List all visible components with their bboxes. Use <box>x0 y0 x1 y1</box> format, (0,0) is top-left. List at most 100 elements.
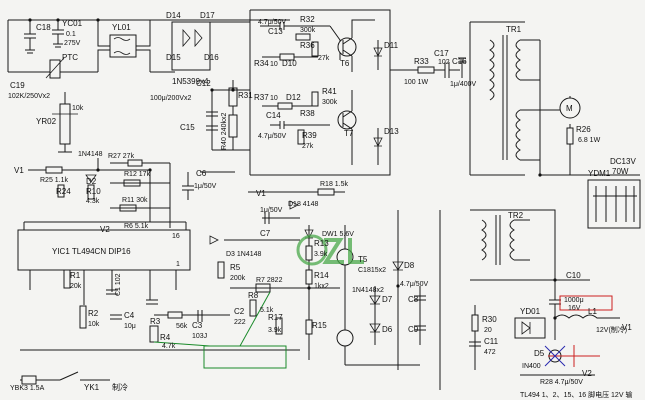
label-c14-v: 4.7μ/50V <box>258 133 286 140</box>
label-m: M <box>566 104 573 113</box>
label-yl01: YL01 <box>112 23 131 32</box>
control-section <box>17 92 426 370</box>
label-c17-v: 102 <box>438 59 450 66</box>
label-r17-v: 3.9k <box>268 327 282 334</box>
label-r32: R32 <box>300 15 315 24</box>
label-r13-v: 3.9k <box>314 251 328 258</box>
power-switch <box>20 371 110 385</box>
label-yk1: YK1 <box>84 383 100 392</box>
label-r39-v: 27k <box>302 143 314 150</box>
label-yr02-v: 10k <box>72 105 84 112</box>
label-v2: V2 <box>100 225 110 234</box>
label-d5: D5 <box>534 349 545 358</box>
label-c13-v: 4.7μ/50V <box>258 19 286 26</box>
label-r26-v: 6.8 1W <box>578 137 601 144</box>
label-r1: R1 <box>70 271 81 280</box>
label-ptc: PTC <box>62 53 78 62</box>
label-c17: C17 <box>434 49 449 58</box>
caption-note: TL494 1、2、15、16 脚电压 12V 输 <box>520 390 632 399</box>
label-r27: R27 27k <box>108 153 135 160</box>
label-r8: R8 <box>248 291 259 300</box>
label-r33-v: 100 1W <box>404 79 429 86</box>
label-d7: D7 <box>382 295 393 304</box>
label-t7: T7 <box>344 129 354 138</box>
label-r14-v: 1kx2 <box>314 283 329 290</box>
label-d3: D3 1N4148 <box>226 251 262 258</box>
label-c11-v: 472 <box>484 349 496 356</box>
peltier-ydm1 <box>587 179 641 229</box>
label-r15: R15 <box>312 321 327 330</box>
label-c12-v: 100μ/200Vx2 <box>150 95 192 102</box>
label-c14: C14 <box>266 111 281 120</box>
label-r37: R37 <box>254 93 269 102</box>
label-c6: C6 <box>196 169 207 178</box>
label-d5-v: IN400 <box>522 363 541 370</box>
label-d11: D11 <box>384 41 399 50</box>
label-ic: YIC1 TL494CN DIP16 <box>52 247 131 256</box>
label-r34: R34 <box>254 59 269 68</box>
label-r14: R14 <box>314 271 329 280</box>
label-c16: C16 <box>452 57 467 66</box>
label-c8-v: 4.7μ/50V <box>400 281 428 288</box>
label-r31: R31 <box>238 91 253 100</box>
label-r2-v: 10k <box>88 321 100 328</box>
label-d10: D10 <box>282 59 297 68</box>
label-ydm1: YDM1 <box>588 169 611 178</box>
transformer-tr1 <box>390 21 541 176</box>
label-t5-v: C1815x2 <box>358 267 386 274</box>
label-c10-v1: 1000μ <box>564 297 584 304</box>
label-r5: R5 <box>230 263 241 272</box>
label-yc01: YC01 <box>62 19 83 28</box>
label-d6: D6 <box>382 325 393 334</box>
label-r24: R24 <box>56 187 71 196</box>
label-c3-v: 103J <box>192 333 207 340</box>
junction-dots <box>28 18 557 320</box>
label-c2: C2 <box>234 307 245 316</box>
label-d16: D16 <box>204 53 219 62</box>
label-yd01: YD01 <box>520 307 541 316</box>
label-dc13v: DC13V <box>610 157 636 166</box>
label-t5: T5 <box>358 255 368 264</box>
label-c2-v: 222 <box>234 319 246 326</box>
label-tr1: TR1 <box>506 25 522 34</box>
label-c19-v: 102K/250Vx2 <box>8 93 50 100</box>
label-v2b: V2 <box>582 369 592 378</box>
label-r28: R28 4.7μ/50V <box>540 379 583 386</box>
label-r7: R7 2822 <box>256 277 283 284</box>
label-r3-v: 56k <box>176 323 188 330</box>
label-c9: C9 <box>408 325 419 334</box>
label-r38: R38 <box>300 109 315 118</box>
label-bridge-v: 1N5399x4 <box>172 77 209 86</box>
label-r13: R13 <box>314 239 329 248</box>
label-r3: R3 <box>150 317 161 326</box>
label-yc01-v2: 275V <box>64 40 81 47</box>
label-r30: R30 <box>482 315 497 324</box>
label-c11: C11 <box>484 337 499 346</box>
label-r8-v: 5.1k <box>260 307 274 314</box>
annotations <box>153 291 613 369</box>
label-dw1: DW1 5.6V <box>322 231 354 238</box>
label-r6: R6 5.1k <box>124 223 149 230</box>
label-r5-v: 200k <box>230 275 246 282</box>
label-r36-v: 27k <box>318 55 330 62</box>
label-r18: R18 1.5k <box>320 181 349 188</box>
label-12v-out: 12V(制冷) <box>596 325 627 334</box>
label-tr2: TR2 <box>508 211 524 220</box>
label-c1: C1 102 <box>115 273 122 296</box>
label-c7-v: 1μ/50V <box>260 207 283 214</box>
label-r10-v: 4.3k <box>86 198 100 205</box>
label-c18: C18 <box>36 23 51 32</box>
label-r33: R33 <box>414 57 429 66</box>
half-bridge <box>206 9 391 176</box>
label-r4-v: 4.7k <box>162 343 176 350</box>
label-r26: R26 <box>576 125 591 134</box>
label-c6-v: 1μ/50V <box>194 183 217 190</box>
component-labels: C18 YC01 0.1 275V PTC C19 102K/250Vx2 YL… <box>8 11 636 399</box>
label-r39: R39 <box>302 131 317 140</box>
label-d17: D17 <box>200 11 215 20</box>
label-c3: C3 <box>192 321 203 330</box>
label-d15: D15 <box>166 53 181 62</box>
label-r34-v: 10 <box>270 61 278 68</box>
